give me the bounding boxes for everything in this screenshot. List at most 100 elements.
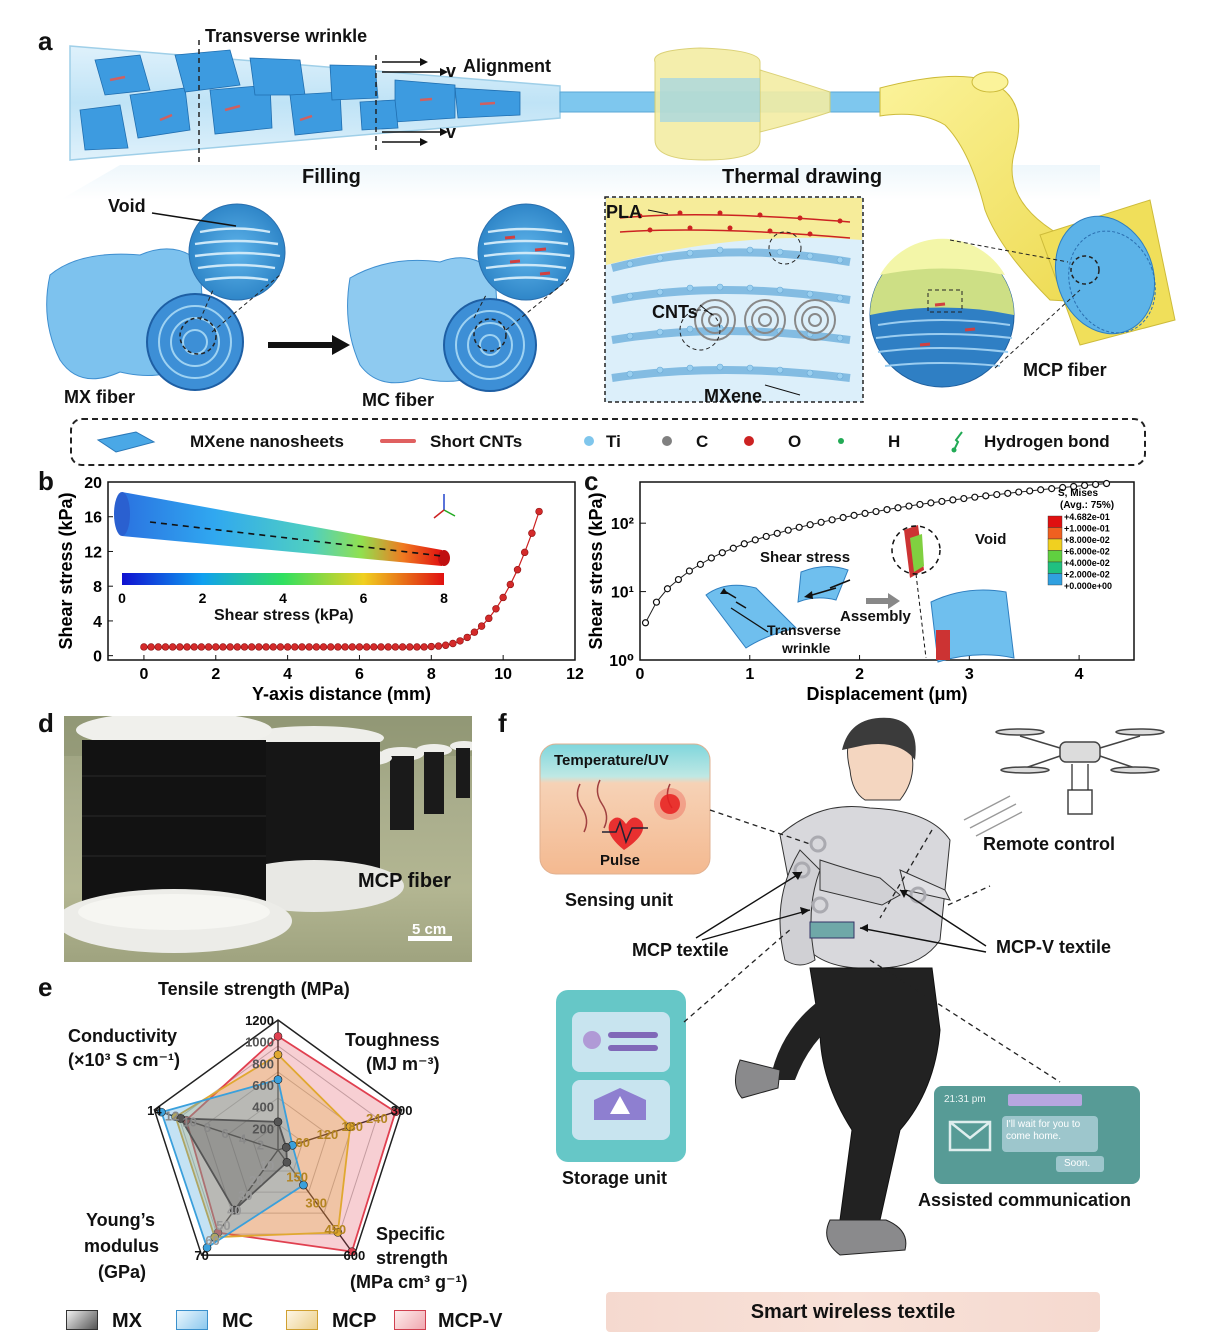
chart-b-point	[319, 643, 328, 651]
legend-ti: Ti	[606, 432, 621, 451]
radar-axis-young-3: (GPa)	[98, 1262, 147, 1282]
chart-c-xlabel: Displacement (μm)	[806, 684, 967, 704]
chart-c-point	[1070, 482, 1078, 491]
radar-tick-label: 4	[239, 1132, 247, 1147]
chart-c-point	[806, 521, 814, 529]
legend-swatch-mcp	[286, 1310, 318, 1330]
legend-o: O	[788, 432, 802, 451]
radar-axis-young-2: modulus	[84, 1236, 159, 1256]
chart-b-point	[492, 605, 500, 613]
label-transverse-wrinkle: Transverse wrinkle	[205, 26, 368, 46]
radar-tick-label: 180	[341, 1119, 363, 1134]
radar-grid-ring	[227, 1097, 329, 1193]
chart-b-point	[168, 643, 177, 651]
radar-axis-line	[277, 1149, 355, 1256]
chart-c-point	[729, 544, 737, 552]
chart-b-point	[147, 643, 155, 651]
radar-tick-label: 450	[324, 1222, 346, 1237]
radar-axis-conductivity: Conductivity	[68, 1026, 178, 1046]
legend-mcp: MCP	[332, 1310, 377, 1332]
chart-b-point	[470, 628, 479, 636]
chart-b-ytick-label: 8	[93, 579, 102, 596]
legend-c: C	[696, 432, 709, 451]
radar-tick-label: 200	[252, 1121, 274, 1136]
chart-b-xlabel: Y-axis distance (mm)	[252, 684, 431, 704]
panel-label-b: b	[38, 466, 54, 496]
chart-c-xtick-label: 0	[636, 666, 645, 683]
chart-c-point	[828, 516, 836, 524]
chart-b-ytick-label: 16	[84, 510, 102, 527]
photo-mcp-fiber-spools	[64, 716, 472, 962]
chart-b-point	[535, 507, 543, 516]
chart-b-point	[298, 643, 306, 651]
chart-b-point	[348, 643, 356, 651]
legend-mcp-v: MCP-V	[438, 1310, 503, 1332]
label-void-a: Void	[108, 196, 146, 216]
chart-b-xtick-label: 2	[211, 666, 220, 683]
label-wrinkle: wrinkle	[782, 640, 831, 656]
chart-b-point	[521, 548, 529, 557]
radar-tick-label: 6	[221, 1126, 228, 1141]
chart-b-ytick-label: 0	[93, 649, 102, 666]
chart-b-point	[441, 641, 450, 649]
radar-point	[273, 1050, 283, 1059]
mises-value: +2.000e-02	[1064, 570, 1110, 580]
chart-b-point	[276, 643, 285, 651]
label-assisted-communication: Assisted communication	[918, 1190, 1132, 1210]
label-thermal-drawing: Thermal drawing	[722, 166, 883, 188]
label-sensing-unit: Sensing unit	[565, 890, 673, 910]
chart-b-xtick-label: 12	[566, 666, 584, 683]
radar-point	[273, 1031, 283, 1041]
label-mcp-fiber-d: MCP fiber	[358, 870, 451, 892]
radar-axis-line	[277, 1109, 402, 1151]
chart-b-inset-tick-label: 0	[118, 590, 126, 606]
label-pulse: Pulse	[600, 852, 641, 869]
mises-swatch	[1047, 527, 1063, 540]
chart-c-xtick-label: 4	[1075, 666, 1084, 683]
chart-c-point	[685, 567, 694, 575]
chart-c-point	[817, 518, 825, 526]
chart-b-xtick-label: 6	[355, 666, 364, 683]
radar-tick-label: 300	[391, 1103, 413, 1118]
chart-c-point	[916, 500, 924, 509]
chart-b-point	[183, 643, 191, 651]
radar-point	[282, 1157, 292, 1167]
chart-b-point	[499, 593, 507, 602]
mises-swatch	[1047, 573, 1063, 586]
radar-tick-label: 240	[366, 1111, 388, 1126]
chart-c-ytick-label: 10⁰	[609, 653, 634, 670]
panel-label-a: a	[38, 26, 53, 56]
chart-b-point	[161, 643, 170, 651]
o-atom-icon	[744, 436, 754, 446]
radar-tick-label: 120	[317, 1127, 339, 1142]
mises-swatch	[1047, 538, 1063, 551]
chart-c-point	[1059, 483, 1067, 492]
radar-point	[347, 1247, 357, 1256]
legend-hydrogen-bond: Hydrogen bond	[984, 432, 1110, 451]
chart-b-point	[449, 639, 457, 648]
ti-atom-icon	[584, 436, 594, 446]
radar-axis-toughness-unit: (MJ m⁻³)	[366, 1054, 440, 1074]
panel-label-f: f	[498, 708, 507, 738]
chart-c-point	[641, 619, 650, 627]
legend-swatch-mx	[66, 1310, 98, 1330]
legend-mxene-nanosheets: MXene nanosheets	[190, 432, 344, 451]
chart-c-point	[663, 585, 672, 593]
chart-b-xtick-label: 10	[494, 666, 512, 683]
radar-point	[281, 1143, 291, 1152]
chart-c-point	[718, 549, 726, 557]
radar-axis-young-1: Young’s	[86, 1210, 155, 1230]
radar-outer-ring	[153, 1019, 403, 1256]
label-shear-stress-c: Shear stress	[760, 549, 851, 566]
panel-a-legend: MXene nanosheets Short CNTs Ti C O H Hyd…	[70, 418, 1146, 466]
mises-avg: (Avg.: 75%)	[1060, 500, 1114, 511]
chart-c-point	[762, 532, 770, 541]
panel-label-d: d	[38, 708, 54, 738]
mises-swatch	[1047, 515, 1063, 528]
spools-illustration	[64, 716, 472, 953]
chart-b-inset-tick-label: 6	[360, 590, 368, 606]
radar-tick-label: 10	[260, 1158, 274, 1173]
radar-point	[391, 1107, 400, 1117]
chart-c-point	[1081, 481, 1089, 490]
chart-c-point	[773, 529, 781, 537]
